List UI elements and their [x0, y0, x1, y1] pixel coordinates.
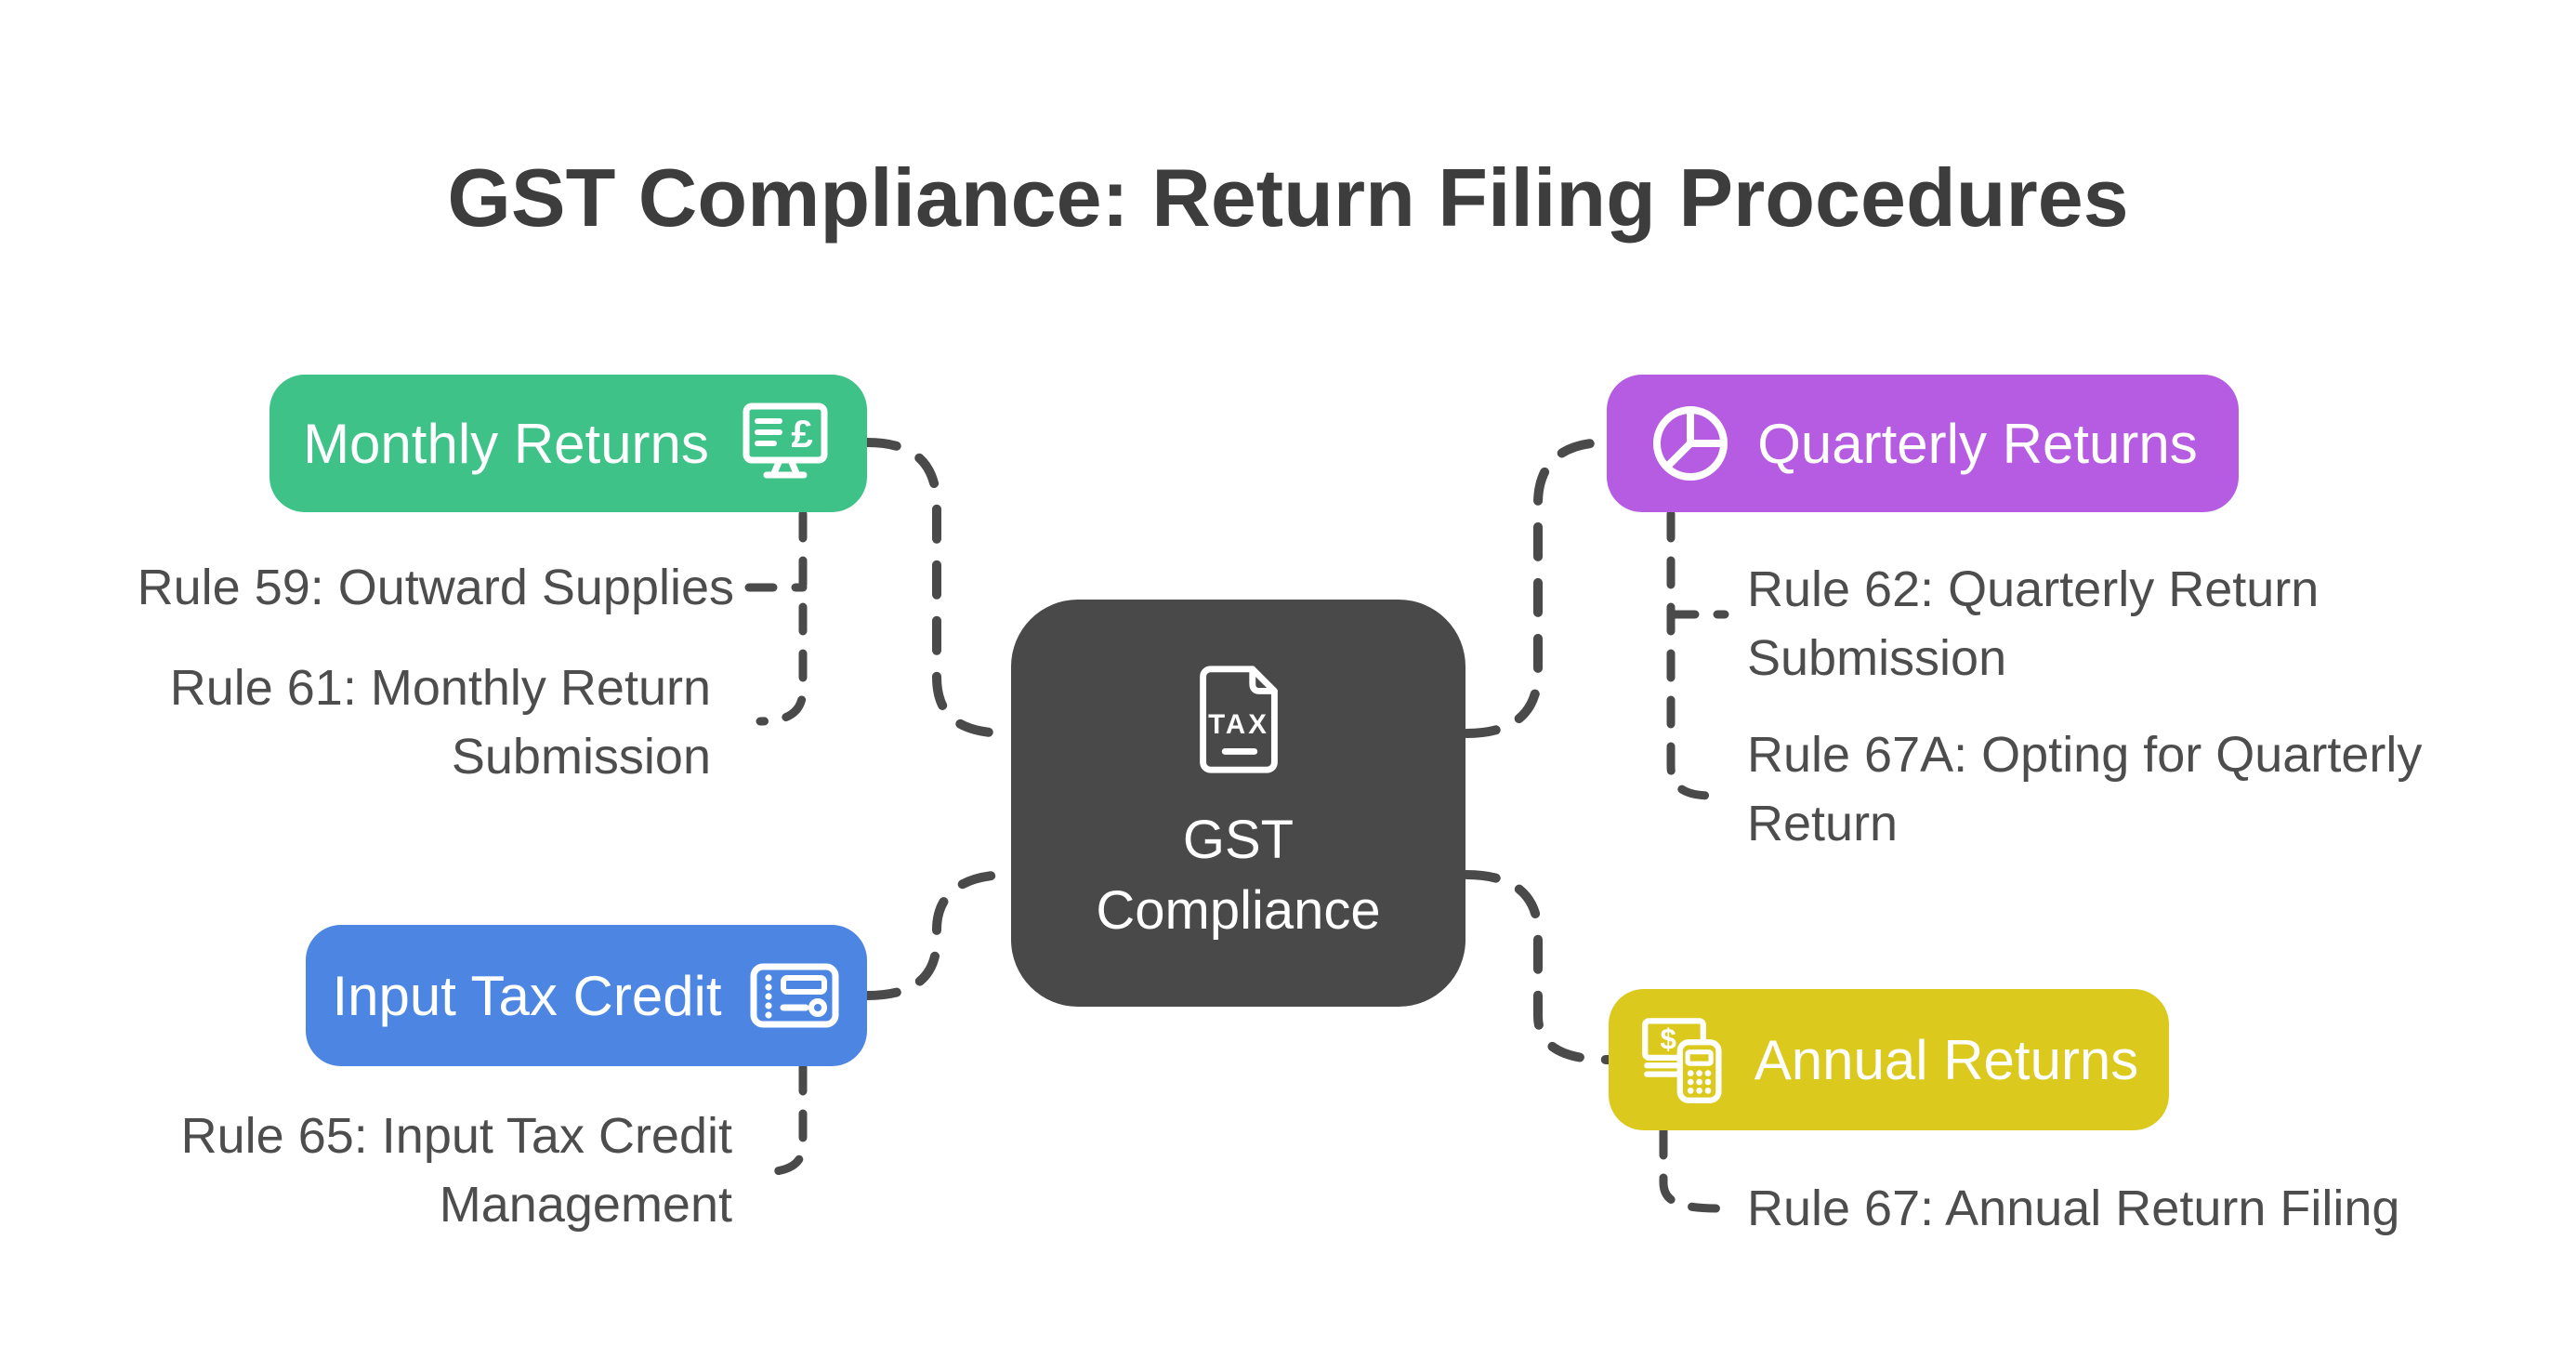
list-item-rule-61: Rule 61: Monthly Return Submission: [0, 653, 711, 791]
svg-text:$: $: [1660, 1023, 1676, 1056]
rule-61-line-2: Submission: [451, 729, 711, 785]
tax-document-icon: TAX: [1184, 660, 1294, 779]
node-gst-compliance-label: GST Compliance: [1096, 810, 1381, 941]
rule-61-line-1: Rule 61: Monthly Return: [169, 660, 711, 716]
page-title: GST Compliance: Return Filing Procedures: [447, 152, 2129, 244]
rule-62-line-2: Submission: [1747, 630, 2007, 686]
connector-inputtax-to-center: [862, 870, 1014, 1000]
node-quarterly-returns[interactable]: Quarterly Returns: [1607, 375, 2239, 512]
node-annual-returns[interactable]: $ Annual Returns: [1609, 989, 2169, 1130]
node-input-tax-credit[interactable]: Input Tax Credit: [306, 925, 867, 1066]
node-monthly-returns[interactable]: Monthly Returns £: [269, 375, 867, 512]
billing-monitor-icon: £: [737, 401, 834, 486]
node-annual-returns-label: Annual Returns: [1754, 1028, 2139, 1091]
rule-65-line-2: Management: [439, 1177, 732, 1233]
connector-center-to-quarterly: [1462, 438, 1611, 738]
node-gst-compliance-center[interactable]: TAX GST Compliance: [1011, 600, 1465, 1007]
connector-monthly-to-center: [862, 438, 1014, 738]
svg-text:£: £: [791, 412, 812, 455]
list-item-rule-65: Rule 65: Input Tax Credit Management: [0, 1102, 732, 1239]
connector-monthly-rules: [756, 509, 808, 726]
list-item-rule-62: Rule 62: Quarterly Return Submission: [1747, 555, 2453, 693]
rule-67a-line-2: Return: [1747, 796, 1899, 851]
rule-59-line: Rule 59: Outward Supplies: [137, 560, 734, 615]
money-calculator-icon: $: [1639, 1013, 1732, 1106]
connector-inputtax-rule65: [757, 1062, 808, 1177]
list-item-rule-59: Rule 59: Outward Supplies: [0, 553, 734, 622]
rule-67-line: Rule 67: Annual Return Filing: [1747, 1181, 2400, 1236]
list-item-rule-67: Rule 67: Annual Return Filing: [1747, 1174, 2576, 1243]
list-item-rule-67a: Rule 67A: Opting for Quarterly Return: [1747, 720, 2546, 858]
connector-annual-rule67: [1659, 1127, 1724, 1213]
connector-center-to-annual: [1462, 870, 1613, 1064]
node-quarterly-returns-label: Quarterly Returns: [1757, 412, 2198, 475]
svg-text:TAX: TAX: [1208, 709, 1269, 740]
rule-62-line-1: Rule 62: Quarterly Return: [1747, 561, 2320, 617]
node-input-tax-credit-label: Input Tax Credit: [332, 964, 722, 1027]
receipt-ticket-icon: [748, 959, 841, 1032]
node-monthly-returns-label: Monthly Returns: [303, 412, 709, 475]
pie-chart-icon: [1648, 401, 1733, 486]
rule-65-line-1: Rule 65: Input Tax Credit: [180, 1108, 732, 1164]
connector-quarterly-rules: [1666, 509, 1716, 800]
rule-67a-line-1: Rule 67A: Opting for Quarterly: [1747, 727, 2423, 783]
